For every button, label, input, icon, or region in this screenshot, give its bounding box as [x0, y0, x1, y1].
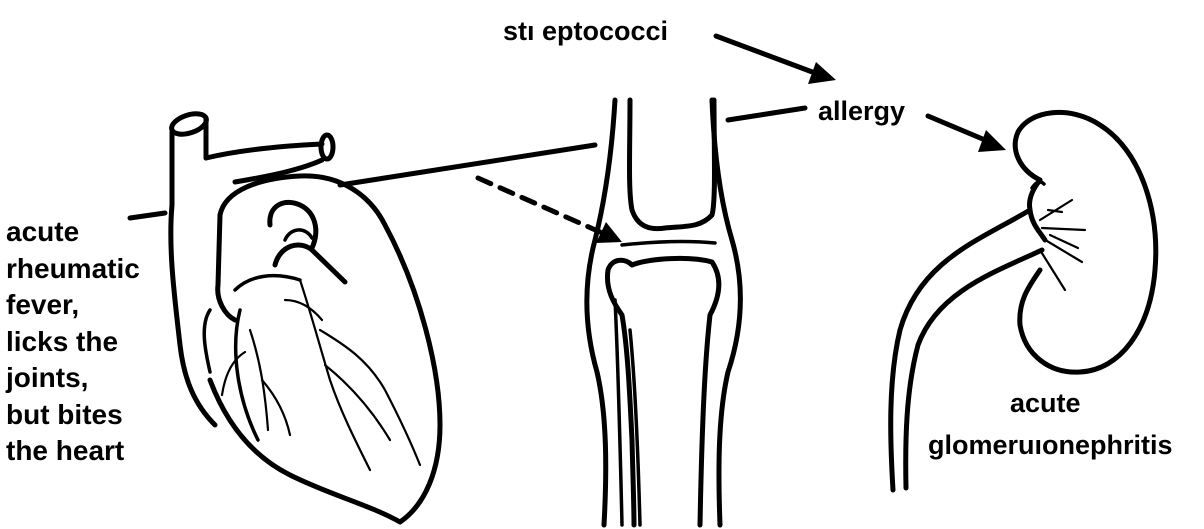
calyx-2	[1042, 228, 1085, 230]
knee-joint-drawing	[478, 100, 805, 525]
heart-drawing	[130, 110, 595, 522]
leg-left-outline	[587, 100, 615, 525]
tibia-right	[632, 258, 719, 525]
allergy-label: allergy	[818, 98, 905, 125]
right-atrium	[218, 215, 235, 320]
coronary-branch-2	[325, 365, 390, 440]
rheumatic-line-4: licks the	[6, 328, 140, 365]
pulmonary-inner	[285, 230, 312, 240]
allergy-arrow	[928, 116, 1006, 152]
calyx-4	[1040, 250, 1065, 290]
coronary-branch-1	[320, 330, 420, 465]
calyx-1	[1040, 200, 1072, 220]
aorta-opening	[169, 110, 209, 138]
rheumatic-line-7: the heart	[6, 437, 140, 474]
heart-to-joint-line	[340, 145, 595, 185]
heart-outline	[210, 176, 440, 522]
glomerulonephritis-label-line1: acute	[1010, 390, 1081, 417]
joint-to-allergy-line	[728, 108, 805, 120]
coronary-groove	[235, 276, 300, 290]
calyx-6	[1048, 210, 1062, 212]
rheumatic-line-5: joints,	[6, 364, 140, 401]
allergy-arrow-line	[928, 116, 985, 140]
coronary-branch-6	[285, 300, 322, 320]
fibula-left	[615, 300, 622, 525]
right-ventricle-edge	[236, 310, 258, 440]
allergy-arrow-head	[978, 130, 1006, 152]
aortic-branch-end	[321, 135, 333, 159]
dashed-arrow-line	[478, 178, 600, 232]
atrial-appendage	[204, 310, 210, 372]
pulmonary-trunk	[270, 202, 316, 248]
kidney-outline	[1015, 112, 1156, 372]
glomerulonephritis-label-line2: glomeruıonephritis	[928, 432, 1173, 459]
streptococci-arrow-line	[716, 36, 815, 73]
aortic-arch-top	[206, 144, 322, 158]
rheumatic-line-2: rheumatic	[6, 255, 140, 292]
streptococci-arrow-head	[808, 62, 836, 84]
rheumatic-fever-label: acute rheumatic fever, licks the joints,…	[6, 218, 140, 474]
rheumatic-line-6: but bites	[6, 401, 140, 438]
rheumatic-line-1: acute	[6, 218, 140, 255]
coronary-branch-3	[250, 330, 268, 430]
streptococci-arrow	[716, 36, 836, 84]
joint-space	[622, 242, 715, 245]
rheumatic-line-3: fever,	[6, 291, 140, 328]
streptococci-label: stı eptococci	[503, 18, 668, 45]
femur	[630, 100, 715, 229]
